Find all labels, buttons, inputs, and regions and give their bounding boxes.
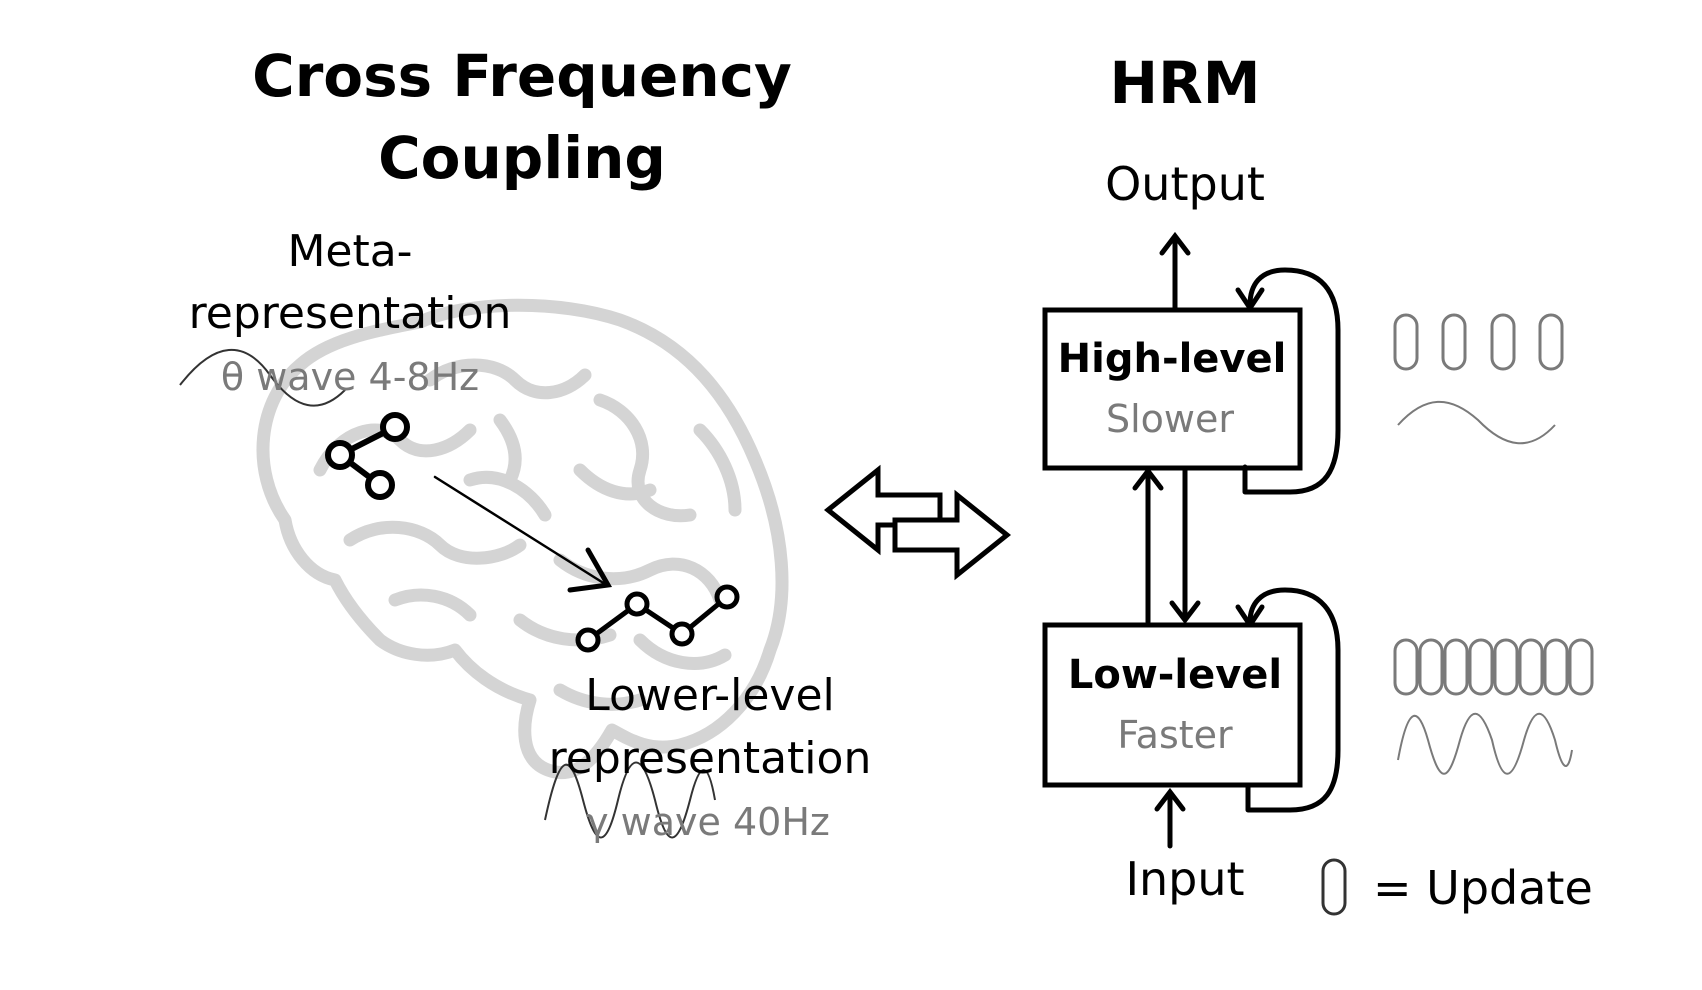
exchange-arrows-icon	[823, 464, 1012, 581]
low-level-title: Low-level	[1068, 652, 1282, 698]
slow-update-pills	[1393, 313, 1564, 371]
hrm-title: HRM	[1110, 49, 1261, 117]
coupling-arrow	[433, 475, 613, 593]
high-level-title: High-level	[1058, 336, 1287, 382]
update-legend-label: = Update	[1373, 861, 1593, 915]
output-label: Output	[1105, 157, 1265, 211]
gamma-wave-icon	[544, 761, 716, 839]
brain-illustration	[256, 298, 789, 780]
output-arrow	[1159, 231, 1191, 313]
gamma-label: γ wave 40Hz	[586, 800, 830, 844]
high-level-box	[1042, 307, 1303, 471]
theta-wave-icon	[179, 349, 346, 407]
theta-label: θ wave 4-8Hz	[221, 355, 479, 399]
meta-label-line2: representation	[189, 288, 512, 339]
high-level-loop-arrow	[1235, 267, 1341, 495]
high-low-arrows	[1132, 466, 1201, 625]
meta-label-line1: Meta-	[287, 226, 412, 277]
meta-network-icon	[325, 412, 410, 500]
high-level-subtitle: Slower	[1106, 397, 1234, 441]
lower-label-line2: representation	[549, 733, 872, 784]
left-title-line1: Cross Frequency	[252, 42, 792, 110]
lower-label-line1: Lower-level	[585, 670, 835, 721]
left-title-line2: Coupling	[378, 124, 666, 192]
fast-update-pills	[1393, 638, 1594, 696]
low-level-loop-arrow	[1235, 587, 1341, 813]
input-arrow	[1154, 787, 1186, 849]
low-level-box	[1042, 622, 1303, 788]
input-label: Input	[1125, 852, 1244, 906]
lower-network-icon	[575, 584, 740, 653]
fast-wave-icon	[1397, 712, 1573, 775]
low-level-subtitle: Faster	[1117, 713, 1233, 757]
update-legend-pill	[1321, 858, 1347, 916]
slow-wave-icon	[1397, 400, 1556, 445]
